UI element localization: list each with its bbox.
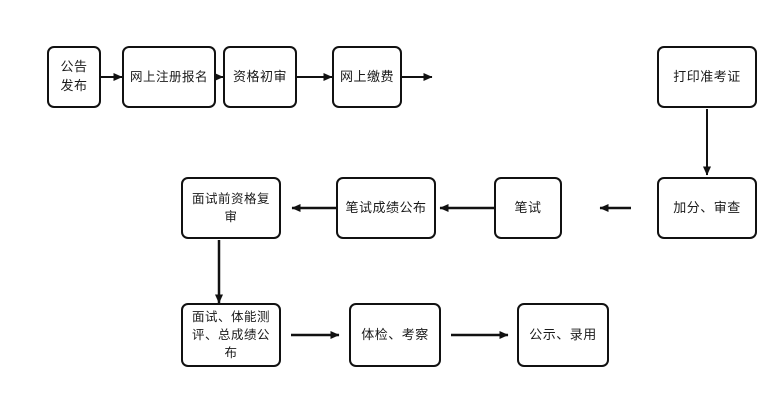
node-label: 笔试成绩公布: [345, 200, 427, 216]
node-label: 体检、考察: [361, 327, 429, 343]
node-label: 网上注册报名: [129, 69, 208, 84]
node-bishi[interactable]: 笔试: [494, 177, 562, 239]
node-jiafen-shencha[interactable]: 加分、审查: [657, 177, 757, 239]
node-label: 公告发布: [60, 60, 88, 94]
node-wangshang-zhuce-baoming[interactable]: 网上注册报名: [122, 46, 216, 108]
node-label: 公示、录用: [529, 327, 597, 343]
node-bishi-chengji-gongbu[interactable]: 笔试成绩公布: [336, 177, 436, 239]
node-label: 资格初审: [232, 69, 287, 85]
node-label: 笔试: [514, 200, 542, 216]
node-label: 网上缴费: [339, 69, 394, 85]
node-label: 打印准考证: [673, 69, 741, 85]
node-label: 加分、审查: [673, 200, 741, 216]
node-tijian-kaocha[interactable]: 体检、考察: [349, 303, 441, 367]
node-label: 面试、体能测评、总成绩公布: [191, 309, 270, 360]
node-label: 面试前资格复审: [191, 191, 270, 224]
node-zige-chushen[interactable]: 资格初审: [223, 46, 297, 108]
node-gonggao-fabu[interactable]: 公告发布: [47, 46, 101, 108]
node-dayin-zhunkaozheng[interactable]: 打印准考证: [657, 46, 757, 108]
node-gongshi-luyong[interactable]: 公示、录用: [517, 303, 609, 367]
node-mianshiqian-zige-fushen[interactable]: 面试前资格复审: [181, 177, 281, 239]
node-mianshi-tineng-zongchengji[interactable]: 面试、体能测评、总成绩公布: [181, 303, 281, 367]
node-wangshang-jiaofei[interactable]: 网上缴费: [332, 46, 402, 108]
